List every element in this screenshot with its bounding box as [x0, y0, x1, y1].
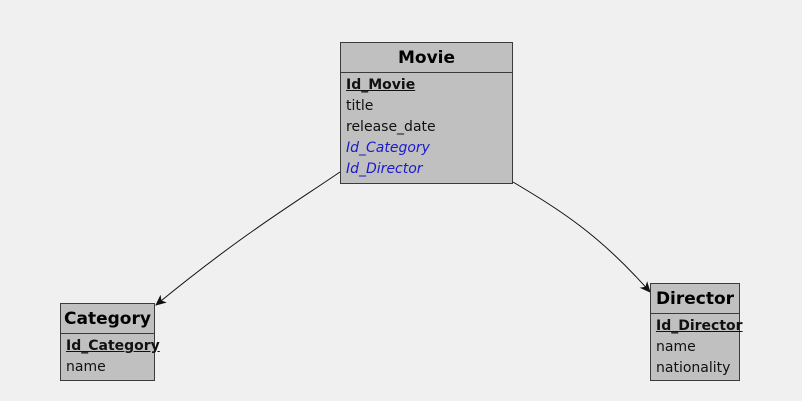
movie-attr-title[interactable]: title — [346, 98, 374, 114]
director-entity-title: Director — [651, 284, 739, 314]
movie-attr-id-movie[interactable]: Id_Movie — [346, 77, 416, 93]
director-attr-id-director[interactable]: Id_Director — [656, 318, 743, 334]
movie-attr-release-date[interactable]: release_date — [346, 119, 436, 135]
category-attr-name[interactable]: name — [66, 359, 106, 375]
movie-attr-id-director[interactable]: Id_Director — [346, 161, 423, 177]
movie-attr-id-category[interactable]: Id_Category — [346, 140, 430, 156]
director-attr-name[interactable]: name — [656, 339, 696, 355]
director-attribute-list: Id_Director name nationality — [651, 314, 743, 379]
movie-entity[interactable]: Movie Id_Movie title release_date Id_Cat… — [340, 42, 513, 184]
category-attribute-list: Id_Category name — [61, 334, 160, 378]
movie-attribute-list: Id_Movie title release_date Id_Category … — [341, 73, 512, 180]
movie-entity-title: Movie — [341, 43, 512, 73]
director-attr-nationality[interactable]: nationality — [656, 360, 731, 376]
movie-category-connector[interactable] — [155, 171, 341, 306]
director-entity[interactable]: Director Id_Director name nationality — [650, 283, 743, 381]
category-entity-title: Category — [61, 304, 154, 334]
category-attr-id-category[interactable]: Id_Category — [66, 338, 160, 354]
category-entity[interactable]: Category Id_Category name — [60, 303, 160, 381]
movie-director-connector[interactable] — [512, 181, 651, 293]
